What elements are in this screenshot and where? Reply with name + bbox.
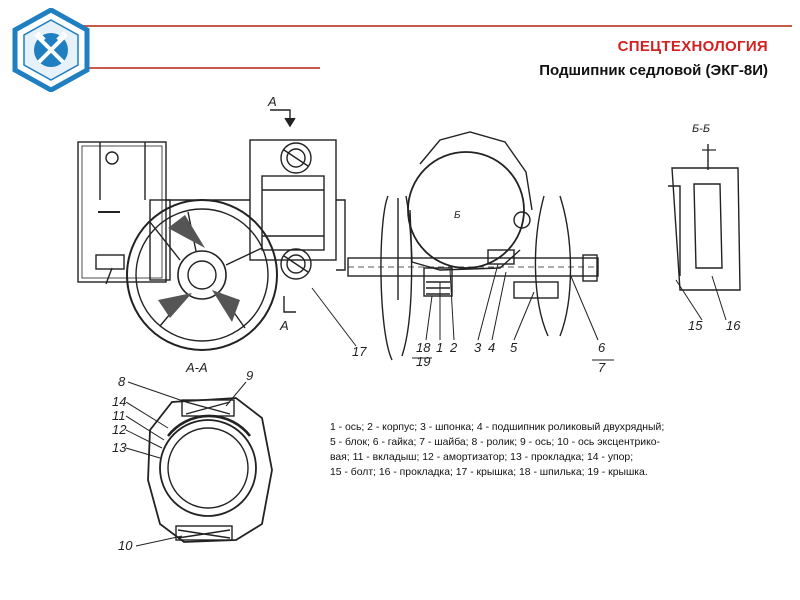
section-label-aa: А-А xyxy=(185,360,208,375)
left-housing-view xyxy=(77,109,357,351)
hammer-pick-emblem-icon xyxy=(12,8,90,92)
header-rule-short xyxy=(80,67,320,69)
callout-2: 2 xyxy=(449,340,458,355)
legend-line: 15 - болт; 16 - прокладка; 17 - крышка; … xyxy=(330,467,648,478)
callout-6: 6 xyxy=(598,340,606,355)
callout-1: 1 xyxy=(436,340,443,355)
middle-axis-view xyxy=(347,131,614,361)
technical-drawing: А А А-А Б Б-Б 17 18 19 1 2 3 4 5 6 7 8 9… xyxy=(77,94,741,553)
callout-16: 16 xyxy=(726,318,741,333)
section-label-a-top: А xyxy=(267,94,277,109)
right-section-view xyxy=(668,144,741,321)
callout-10: 10 xyxy=(118,538,133,553)
callout-9: 9 xyxy=(246,368,253,383)
callout-17: 17 xyxy=(352,344,367,359)
section-label-a-bottom: А xyxy=(279,318,289,333)
legend-line: вая; 11 - вкладыш; 12 - амортизатор; 13 … xyxy=(330,452,634,463)
callout-8: 8 xyxy=(118,374,126,389)
callout-5: 5 xyxy=(510,340,518,355)
callout-12: 12 xyxy=(112,422,127,437)
callout-13: 13 xyxy=(112,440,127,455)
section-label-b-inner: Б xyxy=(454,210,461,221)
legend-line: 1 - ось; 2 - корпус; 3 - шпонка; 4 - под… xyxy=(330,422,665,433)
lower-section-view xyxy=(125,381,273,547)
page-subtitle: Подшипник седловой (ЭКГ-8И) xyxy=(539,62,768,79)
callout-19: 19 xyxy=(416,354,430,369)
header-rule xyxy=(80,25,792,27)
page-title: СПЕЦТЕХНОЛОГИЯ xyxy=(617,38,768,55)
callout-14: 14 xyxy=(112,394,126,409)
callout-15: 15 xyxy=(688,318,703,333)
callout-4: 4 xyxy=(488,340,495,355)
callout-7: 7 xyxy=(598,360,606,375)
legend-line: 5 - блок; 6 - гайка; 7 - шайба; 8 - роли… xyxy=(330,437,660,448)
parts-legend: 1 - ось; 2 - корпус; 3 - шпонка; 4 - под… xyxy=(330,420,770,480)
callout-3: 3 xyxy=(474,340,482,355)
section-label-bb: Б-Б xyxy=(692,123,710,135)
callout-11: 11 xyxy=(112,408,126,423)
callout-18: 18 xyxy=(416,340,431,355)
